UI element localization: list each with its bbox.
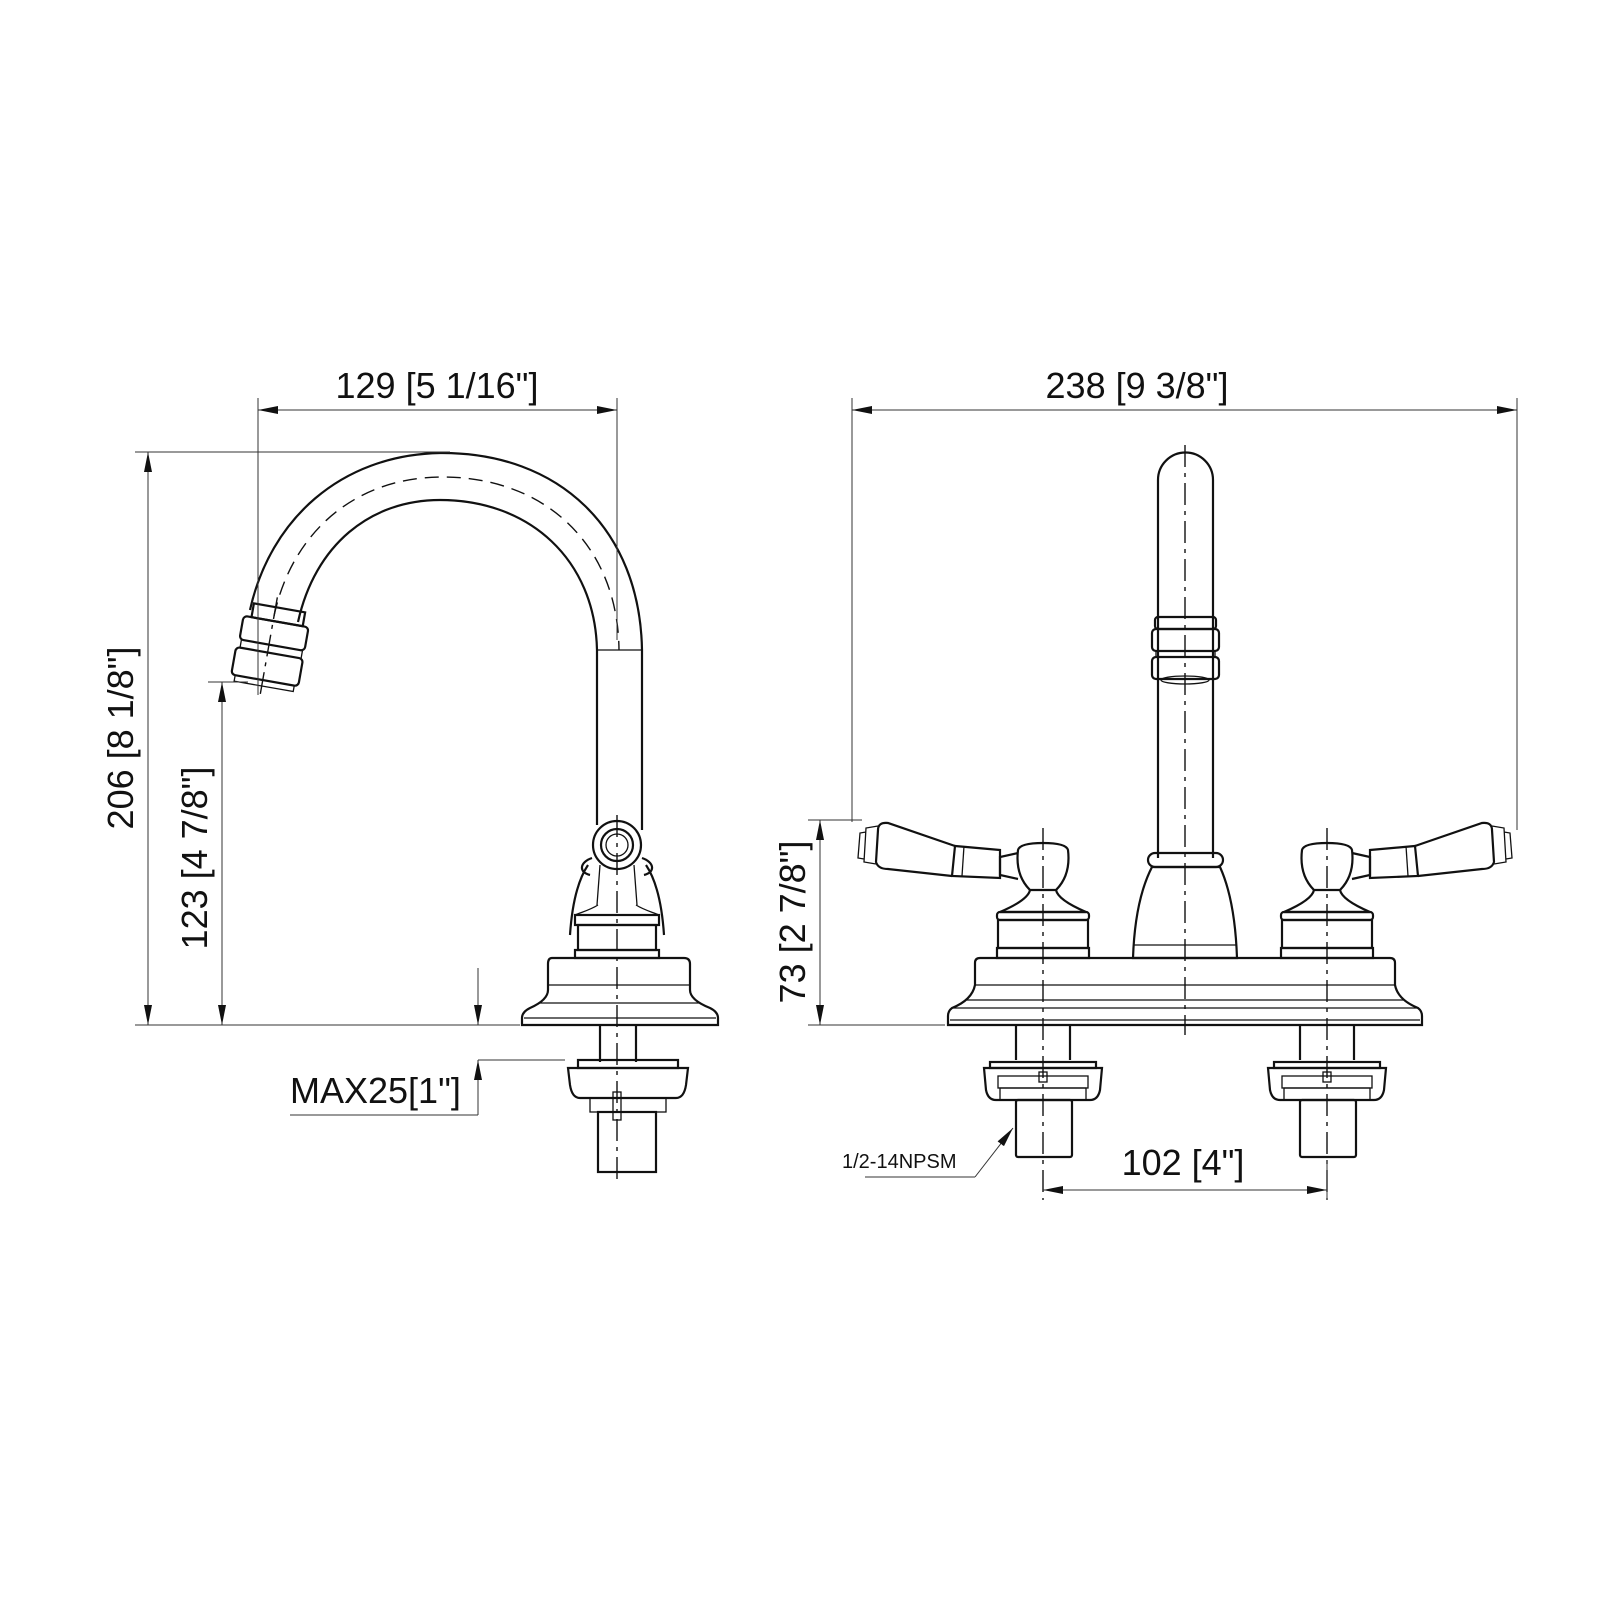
side-view-dimensions: 129 [5 1/16"] 206 [8 1/8"] 123 [4 7/8"] … — [100, 365, 618, 1116]
front-escutcheon — [946, 956, 1424, 1027]
dim-centers-label: 102 [4"] — [1122, 1142, 1245, 1183]
side-body — [520, 819, 720, 1174]
side-aerator — [230, 597, 310, 700]
dim-total-height-label: 206 [8 1/8"] — [100, 647, 141, 830]
dim-max-deck-label: MAX25[1"] — [290, 1070, 461, 1111]
front-view-dimensions: 238 [9 3/8"] 73 [2 7/8"] 102 [4"] 1/2-14… — [772, 365, 1518, 1200]
dim-handle-height-label: 73 [2 7/8"] — [772, 841, 813, 1004]
side-spout — [248, 451, 644, 830]
thread-note-label: 1/2-14NPSM — [842, 1151, 957, 1173]
dim-spout-height-label: 123 [4 7/8"] — [174, 767, 215, 950]
side-view-faucet — [230, 451, 720, 1180]
front-view-faucet — [857, 445, 1513, 1200]
front-right-handle — [1279, 821, 1513, 960]
dim-overall-width-label: 238 [9 3/8"] — [1046, 365, 1229, 406]
dim-reach-label: 129 [5 1/16"] — [336, 365, 539, 406]
front-left-handle — [857, 821, 1091, 960]
